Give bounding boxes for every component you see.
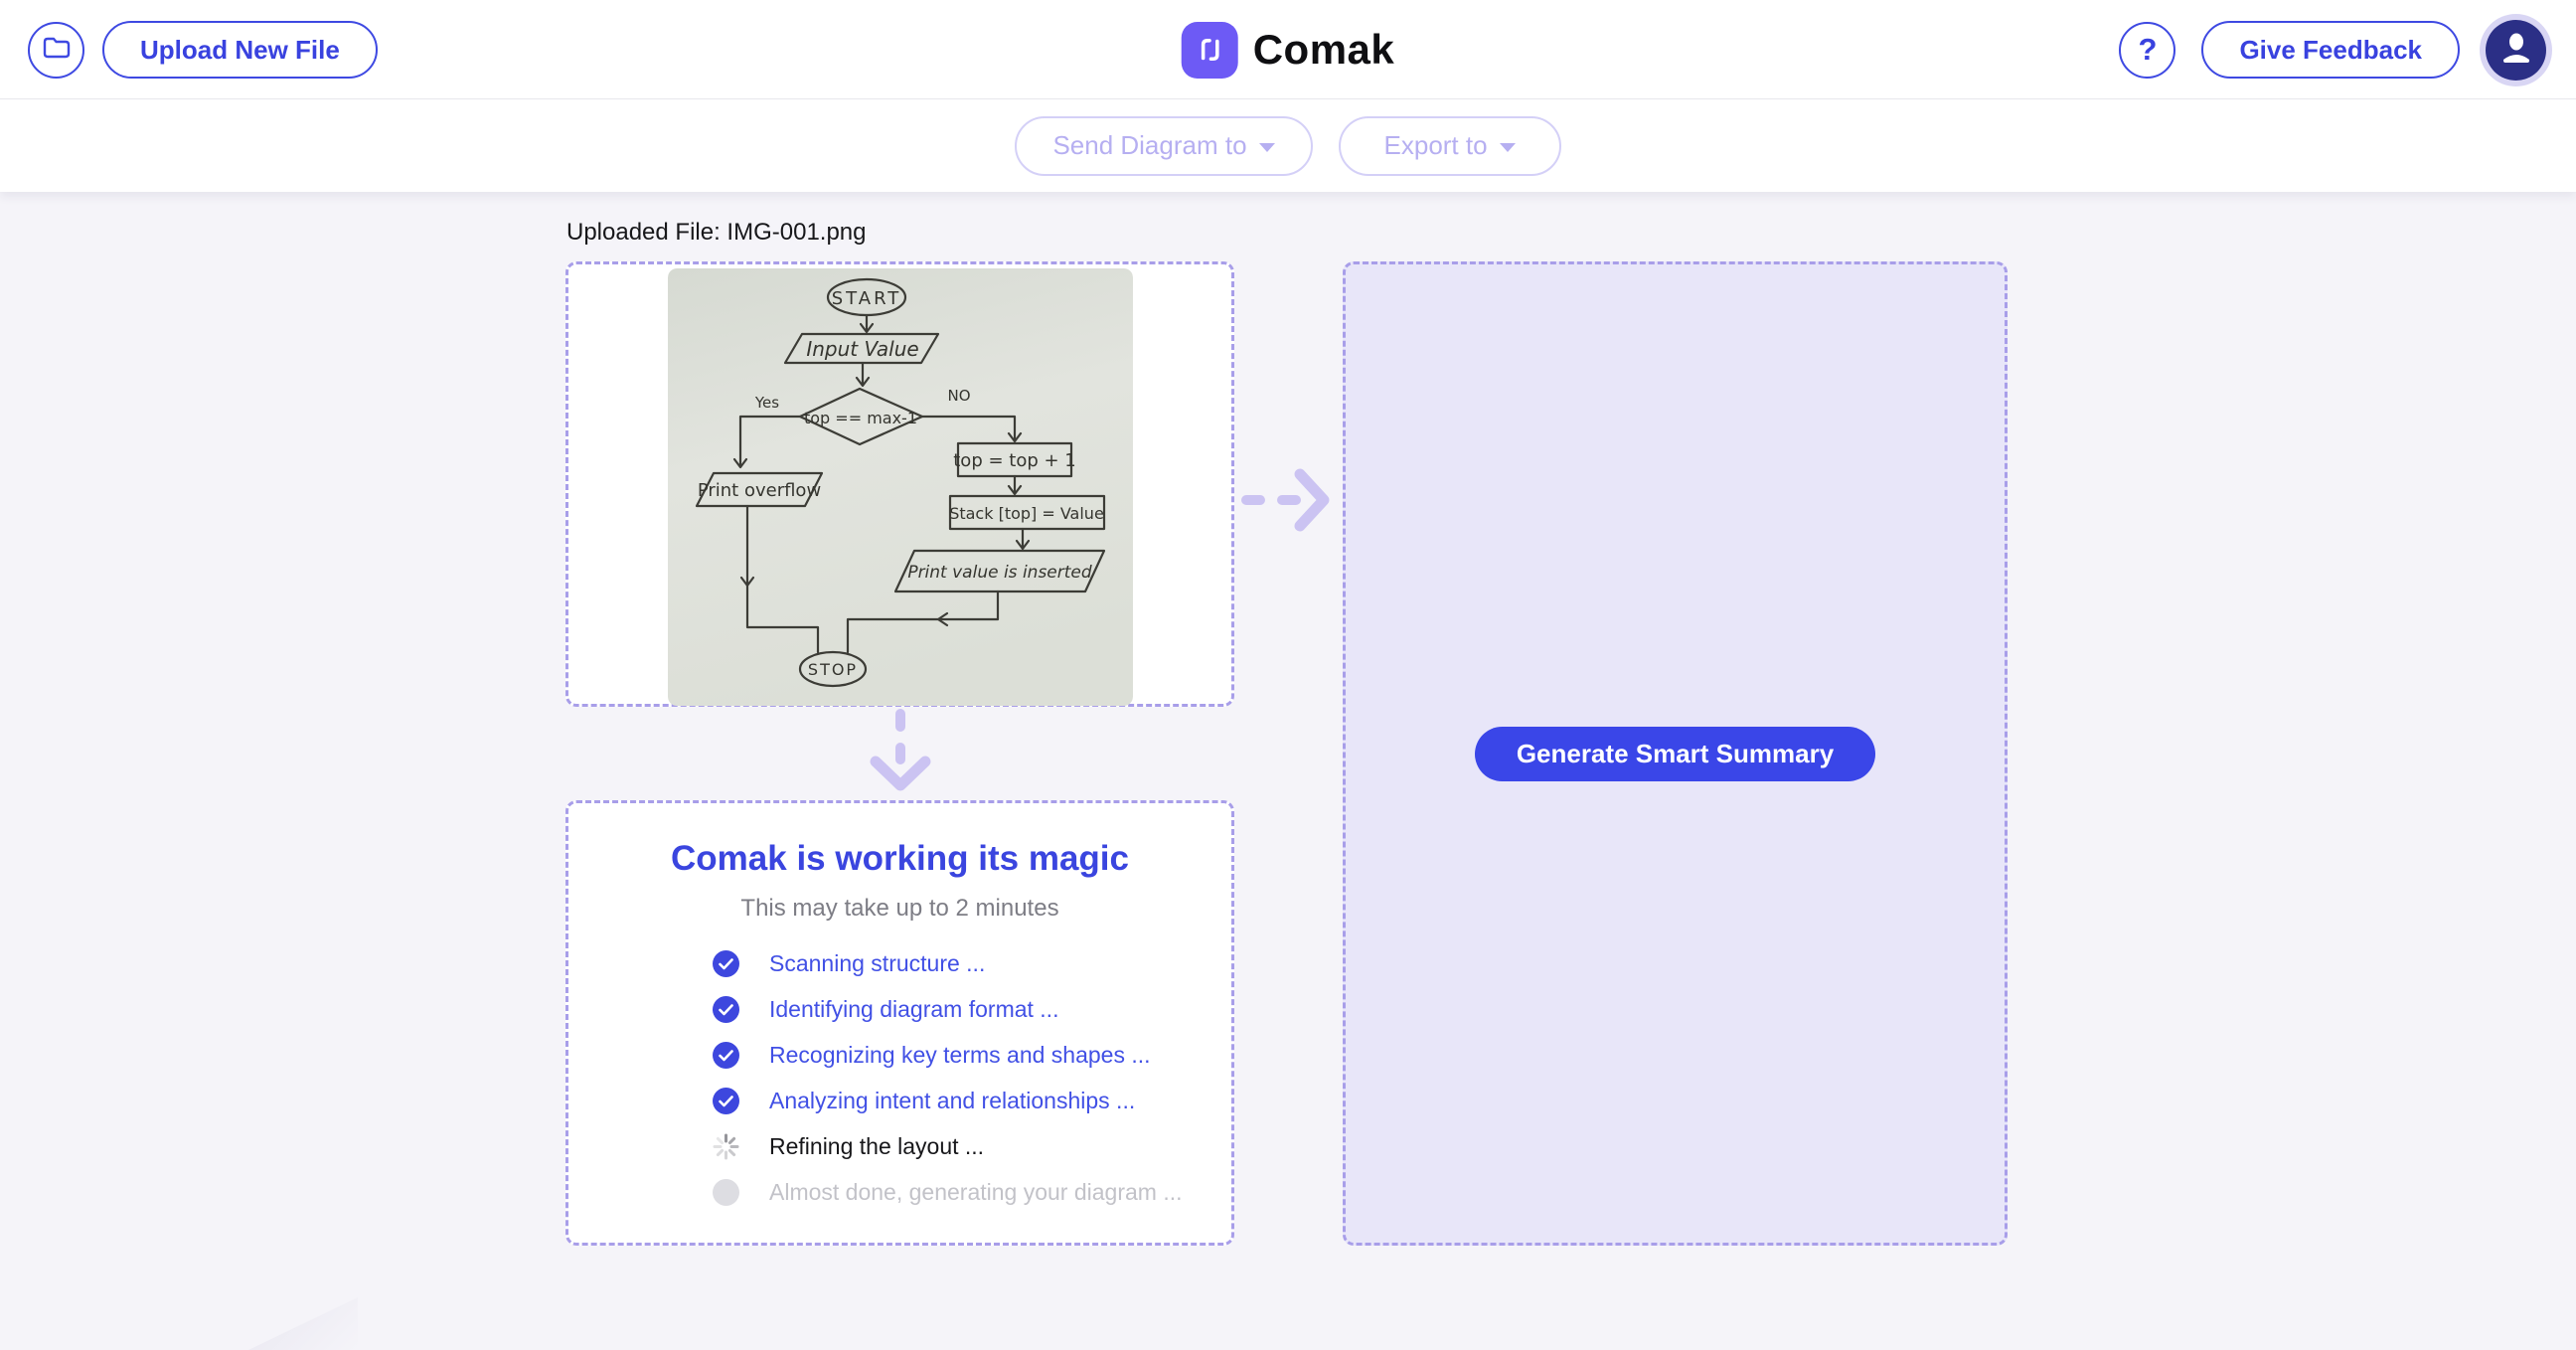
flowchart-stop-label: STOP (807, 660, 857, 679)
person-icon (2496, 28, 2536, 73)
arrow-right-connector (1241, 468, 1330, 532)
flowchart-decision-label: top == max-1 (803, 409, 916, 427)
progress-step-label: Analyzing intent and relationships ... (769, 1088, 1136, 1113)
progress-panel: Comak is working its magic This may take… (565, 800, 1234, 1246)
flowchart-no-label: NO (947, 387, 970, 405)
chevron-down-icon (1258, 143, 1275, 152)
top-header: Upload New File Comak ? Give Feedback (0, 0, 2576, 99)
progress-step: Refining the layout ... (713, 1133, 1231, 1160)
check-circle-icon (713, 1088, 739, 1114)
progress-step-label: Refining the layout ... (769, 1133, 985, 1159)
corner-decoration (248, 1297, 358, 1350)
header-right-group: ? Give Feedback (2119, 0, 2546, 99)
export-to-label: Export to (1383, 130, 1488, 160)
flowchart-start-label: START (831, 288, 901, 309)
help-button[interactable]: ? (2119, 21, 2176, 79)
diagram-toolbar: Send Diagram to Export to (0, 99, 2576, 192)
brand-name: Comak (1252, 26, 1395, 73)
progress-step-label: Scanning structure ... (769, 950, 986, 976)
flowchart-overflow-label: Print overflow (697, 480, 820, 501)
check-circle-icon (713, 1042, 739, 1069)
progress-subtitle: This may take up to 2 minutes (740, 895, 1059, 922)
progress-step: Analyzing intent and relationships ... (713, 1088, 1231, 1114)
flowchart-input-label: Input Value (806, 337, 918, 361)
progress-steps: Scanning structure ... Identifying diagr… (713, 950, 1231, 1206)
progress-step-label: Identifying diagram format ... (769, 996, 1059, 1022)
flowchart-assign-label: Stack [top] = Value (949, 504, 1104, 523)
folder-icon (42, 35, 72, 66)
export-to-dropdown[interactable]: Export to (1338, 115, 1561, 176)
progress-step-label: Recognizing key terms and shapes ... (769, 1042, 1151, 1068)
flowchart-increment-label: top = top + 1 (953, 450, 1076, 471)
comak-logo-icon (1181, 21, 1238, 79)
uploaded-file-label: Uploaded File: IMG-001.png (566, 219, 867, 246)
uploaded-image-panel: START Input Value top == max-1 Yes NO Pr… (565, 261, 1234, 707)
send-diagram-to-label: Send Diagram to (1052, 130, 1247, 160)
progress-step: Scanning structure ... (713, 950, 1231, 977)
give-feedback-button[interactable]: Give Feedback (2201, 21, 2460, 79)
pending-dot-icon (713, 1179, 739, 1206)
progress-step: Recognizing key terms and shapes ... (713, 1042, 1231, 1069)
brand: Comak (1181, 0, 1395, 99)
header-left-group: Upload New File (28, 0, 378, 99)
progress-step: Identifying diagram format ... (713, 996, 1231, 1023)
chevron-down-icon (1499, 143, 1516, 152)
progress-title: Comak is working its magic (671, 839, 1129, 878)
progress-step-label: Almost done, generating your diagram ... (769, 1179, 1183, 1205)
question-mark-icon: ? (2138, 32, 2158, 67)
upload-new-file-button[interactable]: Upload New File (102, 21, 378, 79)
flowchart-yes-label: Yes (753, 394, 778, 412)
user-avatar[interactable] (2486, 19, 2546, 81)
arrow-down-connector (870, 709, 931, 791)
result-panel: Generate Smart Summary (1343, 261, 2008, 1246)
file-manager-button[interactable] (28, 21, 84, 79)
check-circle-icon (713, 950, 739, 977)
progress-step: Almost done, generating your diagram ... (713, 1179, 1231, 1206)
uploaded-flowchart-image: START Input Value top == max-1 Yes NO Pr… (667, 268, 1133, 706)
send-diagram-to-dropdown[interactable]: Send Diagram to (1015, 115, 1313, 176)
spinner-icon (713, 1133, 739, 1160)
check-circle-icon (713, 996, 739, 1023)
flowchart-inserted-label: Print value is inserted (907, 563, 1092, 583)
generate-smart-summary-button[interactable]: Generate Smart Summary (1474, 726, 1876, 781)
